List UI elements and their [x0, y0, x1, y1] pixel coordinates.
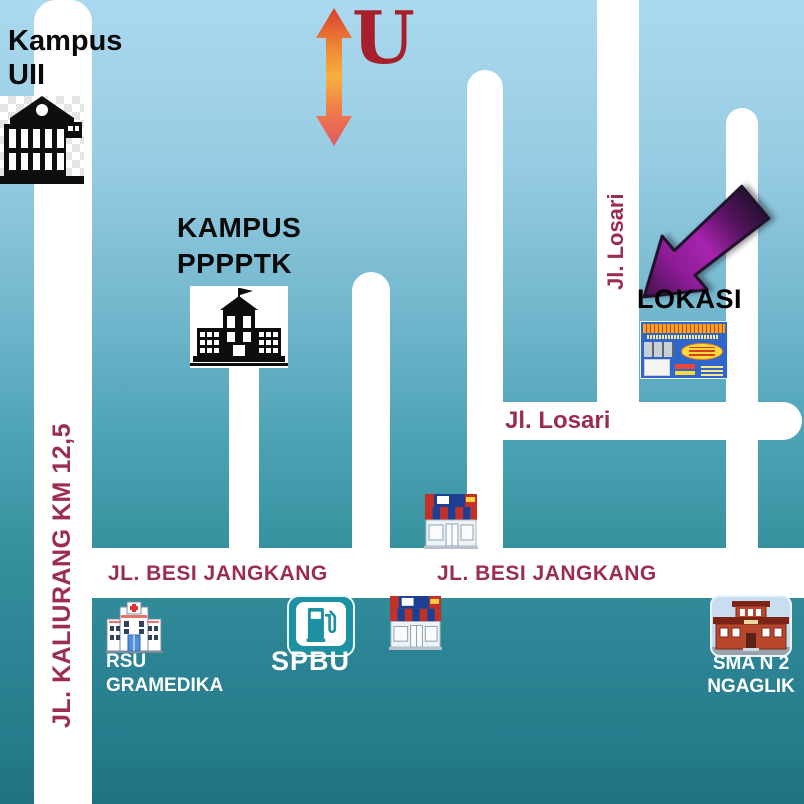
road-label-jl-losari-horizontal: Jl. Losari [505, 407, 611, 434]
location-promo-banner [640, 321, 728, 379]
hospital-icon [105, 601, 163, 653]
kampus-uii-line2: UII [8, 59, 46, 91]
road-vertical-to-losari [467, 70, 503, 556]
banner-house-art [644, 359, 670, 376]
road-vertical-right [726, 108, 758, 556]
kampus-ppptk-label: KAMPUS PPPPTK [177, 210, 301, 282]
kampus-ppptk-line2: PPPPTK [177, 248, 293, 279]
sma-line1: SMA N 2 [712, 653, 790, 674]
banner-price-text-art [689, 347, 715, 356]
lokasi-pointer-arrow-icon [617, 172, 782, 328]
kampus-ppptk-building-icon [190, 286, 288, 368]
kampus-ppptk-line1: KAMPUS [177, 212, 302, 243]
banner-subtitle-art [647, 335, 719, 339]
rsu-gramedika-label: RSU GRAMEDIKA [106, 650, 223, 698]
road-jl-losari-horizontal [484, 402, 802, 440]
kampus-uii-line1: Kampus [8, 25, 123, 57]
fuel-pump-icon [296, 602, 346, 646]
minimarket-icon-north [424, 493, 478, 549]
minimarket-icon-south [388, 595, 443, 650]
banner-photos-art [644, 342, 674, 357]
sma-ngaglik-label: SMA N 2 NGAGLIK [695, 652, 804, 698]
road-label-besi-jangkang-west: JL. BESI JANGKANG [108, 562, 328, 585]
spbu-tile [287, 595, 355, 657]
school-icon [710, 595, 792, 657]
road-center-vertical [352, 272, 390, 556]
rsu-line2: GRAMEDIKA [106, 675, 224, 696]
compass-north-letter: U [352, 0, 415, 80]
banner-yellow-text-art [675, 371, 695, 375]
road-label-jl-kaliurang: JL. KALIURANG KM 12,5 [48, 423, 76, 728]
spbu-label: SPBU [271, 646, 351, 676]
kampus-uii-building-icon [0, 96, 84, 184]
rsu-line1: RSU [106, 651, 147, 672]
kampus-uii-label: Kampus UII [8, 24, 122, 92]
compass-north-arrow-icon [316, 8, 352, 146]
road-jl-losari-vertical [597, 0, 639, 412]
road-jl-besi-jangkang [88, 548, 804, 598]
road-label-besi-jangkang-east: JL. BESI JANGKANG [437, 562, 657, 585]
banner-contact-text-art [701, 364, 723, 376]
banner-red-text-art [675, 364, 695, 369]
sma-line2: NGAGLIK [707, 676, 795, 697]
banner-title-art [643, 324, 725, 333]
road-ppptk-access [229, 364, 259, 556]
lokasi-label: LOKASI [637, 284, 743, 314]
